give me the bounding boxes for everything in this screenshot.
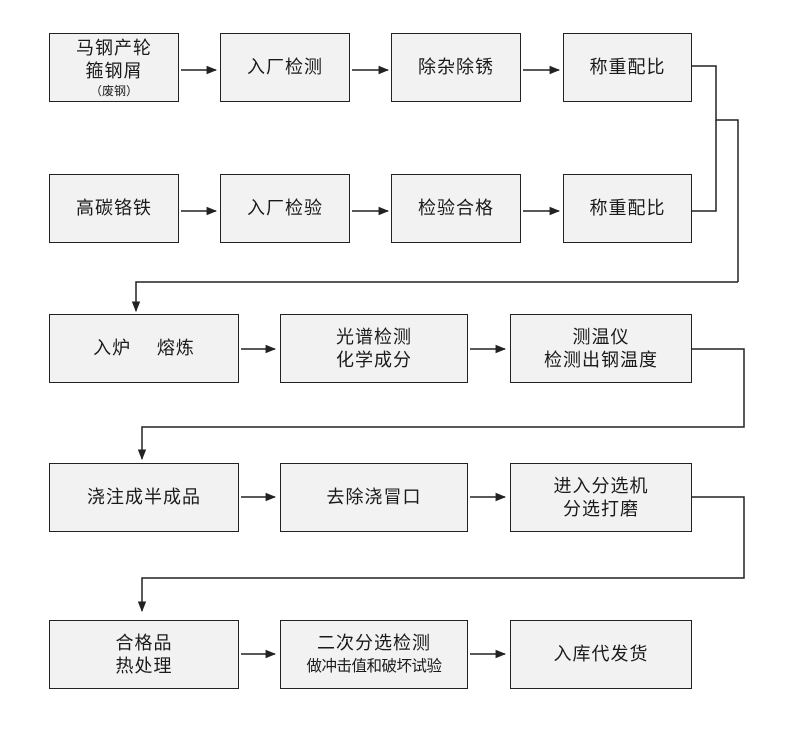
scrap-source-line2: 箍钢屑	[85, 60, 143, 82]
box-casting-semi-finished: 浇注成半成品	[49, 463, 239, 532]
box-remove-impurities-rust: 除杂除锈	[391, 33, 521, 102]
weigh-proportion-1-label: 称重配比	[589, 57, 666, 78]
incoming-check-label: 入厂检验	[247, 198, 323, 219]
spectral-line2: 化学成分	[336, 349, 412, 371]
box-incoming-inspection: 入厂检测	[220, 33, 350, 102]
box-warehouse-shipping: 入库代发货	[510, 620, 692, 689]
heat-treatment-line2: 热处理	[115, 655, 173, 677]
connector-row1-to-merge	[692, 65, 739, 282]
casting-label: 浇注成半成品	[87, 487, 201, 508]
box-remove-risers: 去除浇冒口	[280, 463, 468, 532]
connector-merge-to-row3	[131, 281, 738, 313]
heat-treatment-line1: 合格品	[115, 632, 173, 654]
secondary-inspection-line2: 做冲击值和破坏试验	[306, 656, 442, 675]
scrap-source-line1: 马钢产轮	[76, 37, 152, 59]
furnace-smelting-label: 入炉 熔炼	[93, 338, 195, 359]
temperature-line1: 测温仪	[572, 326, 630, 348]
box-weigh-proportion-2: 称重配比	[563, 174, 692, 243]
box-furnace-smelting: 入炉 熔炼	[49, 314, 239, 383]
box-high-carbon-ferrochrome: 高碳铬铁	[49, 174, 179, 243]
box-inspection-passed: 检验合格	[391, 174, 521, 243]
inspection-passed-label: 检验合格	[418, 198, 494, 219]
connector-row4-to-row5	[137, 496, 745, 613]
secondary-inspection-line1: 二次分选检测	[317, 632, 431, 654]
box-heat-treatment: 合格品 热处理	[49, 620, 239, 689]
sorting-line2: 分选打磨	[563, 498, 639, 520]
remove-impurities-label: 除杂除锈	[418, 57, 494, 78]
spectral-line1: 光谱检测	[336, 326, 412, 348]
connector-row2-to-merge	[692, 120, 717, 212]
sorting-line1: 进入分选机	[553, 475, 649, 497]
remove-risers-label: 去除浇冒口	[326, 487, 422, 508]
scrap-source-note: （废钢）	[89, 83, 138, 98]
connector-row3-to-row4	[137, 348, 745, 461]
box-sorting-grinding: 进入分选机 分选打磨	[510, 463, 692, 532]
box-temperature-measurement: 测温仪 检测出钢温度	[510, 314, 692, 383]
box-secondary-inspection: 二次分选检测 做冲击值和破坏试验	[280, 620, 468, 689]
box-spectral-analysis: 光谱检测 化学成分	[280, 314, 468, 383]
box-weigh-proportion-1: 称重配比	[563, 33, 692, 102]
temperature-line2: 检测出钢温度	[544, 349, 658, 371]
box-incoming-check: 入厂检验	[220, 174, 350, 243]
warehouse-shipping-label: 入库代发货	[553, 644, 649, 665]
ferrochrome-label: 高碳铬铁	[76, 198, 152, 219]
weigh-proportion-2-label: 称重配比	[589, 198, 666, 219]
incoming-inspection-label: 入厂检测	[247, 57, 323, 78]
box-scrap-steel-source: 马钢产轮 箍钢屑 （废钢）	[49, 33, 179, 102]
